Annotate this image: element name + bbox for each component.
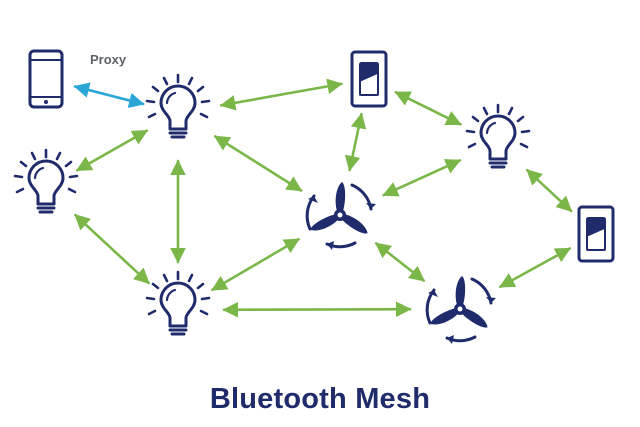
mesh-links [73,78,573,318]
proxy-link-phone-to-bulb-top [73,82,145,109]
mesh-link-switch-top-to-fan-center [344,112,367,172]
mesh-link-bulb-top-to-bulb-left [75,129,149,172]
light-switch-icon [577,205,615,263]
proxy-label: Proxy [90,52,127,67]
diagram-caption: Bluetooth Mesh [209,383,431,415]
mesh-link-bulb-top-to-switch-top [219,78,343,111]
mesh-link-fan-center-to-fan-bottom [374,242,426,282]
mesh-link-fan-center-to-bulb-right [382,159,462,197]
smartphone-icon [28,49,64,109]
mesh-link-switch-top-to-bulb-right [394,91,462,126]
light-bulb-icon [465,103,531,169]
light-bulb-icon [145,270,211,336]
light-bulb-icon [145,73,211,139]
mesh-link-bulb-top-to-fan-center [213,135,303,192]
mesh-link-bulb-left-to-bulb-bottom [74,213,150,285]
mesh-link-bulb-bottom-to-fan-center [211,238,300,292]
light-switch-icon [350,50,388,108]
ceiling-fan-icon [425,274,498,346]
light-bulb-icon [13,148,79,214]
mesh-link-bulb-right-to-switch-right [525,168,573,213]
ceiling-fan-icon [305,180,378,252]
mesh-link-bulb-bottom-to-fan-bottom [222,301,412,318]
mesh-link-fan-bottom-to-switch-right [498,247,572,289]
mesh-diagram: Proxy [13,49,615,346]
